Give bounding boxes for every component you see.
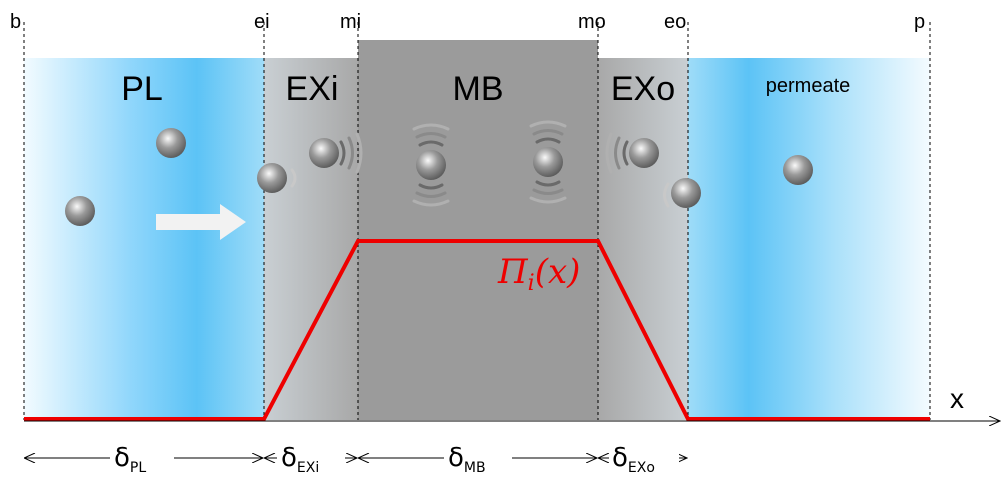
particle-icon (309, 138, 339, 168)
exo-region (598, 58, 688, 420)
exi-region (264, 58, 358, 420)
thickness-label-exi: δEXi (281, 443, 319, 476)
particle-icon (65, 196, 95, 226)
x-axis-label: x (950, 383, 964, 414)
region-label-pl: PL (121, 70, 163, 108)
curve-label: Πi(x) (497, 252, 580, 296)
boundary-label-p: p (914, 11, 925, 33)
particle-icon (416, 150, 446, 180)
particles (65, 128, 813, 226)
particle-icon (257, 163, 287, 193)
flow-arrow-icon (156, 204, 246, 240)
boundary-label-ei: ei (254, 11, 270, 33)
particle-icon (783, 155, 813, 185)
thickness-label-pl: δPL (114, 443, 146, 476)
region-label-mb: MB (453, 70, 504, 108)
boundary-lines (23, 22, 931, 420)
region-label-exo: EXo (611, 70, 675, 108)
curve-label-subscript: i (528, 271, 535, 296)
curve-label-symbol: Π (497, 252, 529, 292)
particle-icon (533, 147, 563, 177)
thickness-label-exo: δEXo (612, 443, 655, 476)
particle-icon (671, 178, 701, 208)
curve-label-argument: (x) (535, 252, 581, 292)
boundary-label-mo: mo (578, 11, 606, 33)
pl-region (24, 58, 264, 420)
boundary-label-eo: eo (664, 11, 686, 33)
vibration-marks-icon (290, 120, 670, 208)
boundary-label-b: b (10, 11, 21, 33)
permeate-region (688, 58, 930, 420)
particle-icon (156, 128, 186, 158)
profile-curve (24, 239, 930, 421)
mb-region (358, 40, 598, 420)
particle-icon (629, 138, 659, 168)
boundary-label-mi: mi (340, 11, 361, 33)
region-label-permeate: permeate (766, 75, 851, 97)
thickness-label-mb: δMB (448, 443, 486, 476)
region-label-exi: EXi (286, 70, 339, 108)
